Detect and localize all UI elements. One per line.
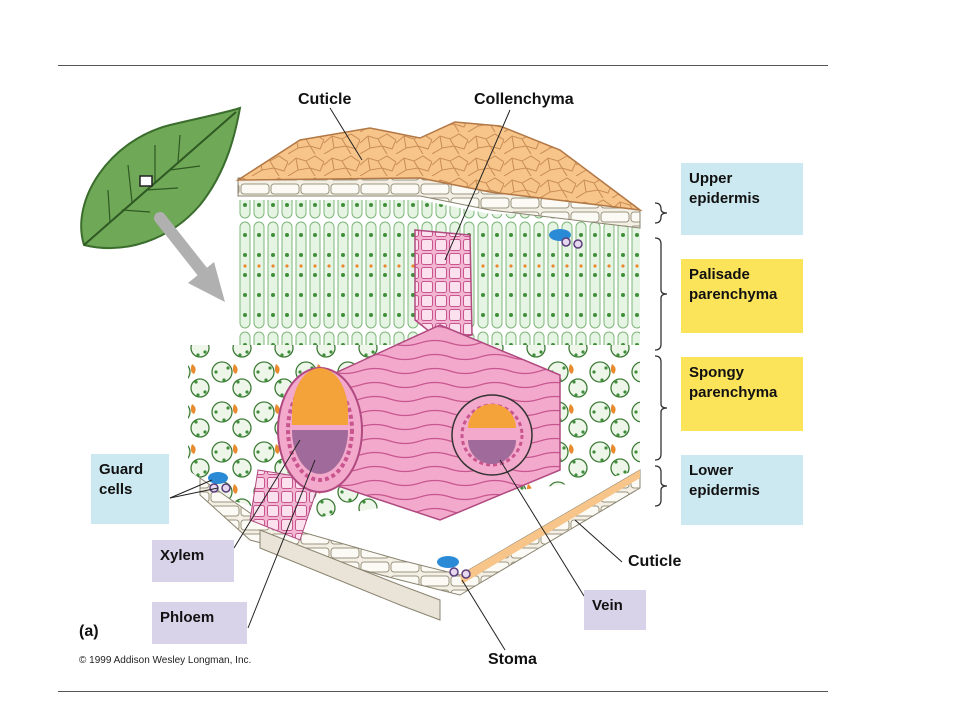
lower-epidermis-line1: Lower: [689, 462, 734, 479]
guard-cells-left: [208, 472, 231, 493]
cuticle-top-label: Cuticle: [298, 91, 352, 108]
copyright-text: © 1999 Addison Wesley Longman, Inc.: [79, 655, 252, 666]
phloem-label: Phloem: [160, 609, 215, 626]
layer-brackets: [654, 202, 668, 507]
collenchyma-tissue: [414, 229, 473, 341]
small-vein: [451, 394, 533, 476]
xylem-box: Xylem: [152, 540, 234, 582]
leader-lines: [169, 107, 623, 651]
xylem-label: Xylem: [160, 547, 205, 564]
spongy-line2: parenchyma: [689, 384, 778, 401]
stoma: [437, 556, 471, 579]
guard-cells-upper: [549, 229, 583, 249]
panel-letter: (a): [79, 623, 99, 640]
cuticle-bottom-label: Cuticle: [628, 553, 682, 570]
guard-cells-line1: Guard: [99, 461, 144, 478]
guard-cells-line2: cells: [99, 481, 133, 498]
top-rule: [58, 65, 828, 66]
spongy-box: Spongy parenchyma: [681, 357, 803, 431]
lower-epidermis-box: Lower epidermis: [681, 455, 803, 525]
upper-epidermis-line2: epidermis: [689, 190, 760, 207]
phloem-box: Phloem: [152, 602, 247, 644]
lower-epidermis-line2: epidermis: [689, 482, 760, 499]
bottom-rule: [58, 691, 828, 692]
vein-label: Vein: [592, 597, 623, 614]
palisade-box: Palisade parenchyma: [681, 259, 803, 333]
spongy-line1: Spongy: [689, 364, 744, 381]
arrow-icon: [154, 212, 225, 302]
guard-cells-box: Guard cells: [91, 454, 169, 524]
vein-box: Vein: [584, 590, 646, 630]
stoma-label: Stoma: [488, 651, 537, 668]
cuticle-surface: [235, 121, 643, 212]
upper-epidermis-box: Upper epidermis: [681, 163, 803, 235]
palisade-line1: Palisade: [689, 266, 750, 283]
palisade-line2: parenchyma: [689, 286, 778, 303]
collenchyma-label: Collenchyma: [474, 91, 574, 108]
upper-epidermis-line1: Upper: [689, 170, 733, 187]
